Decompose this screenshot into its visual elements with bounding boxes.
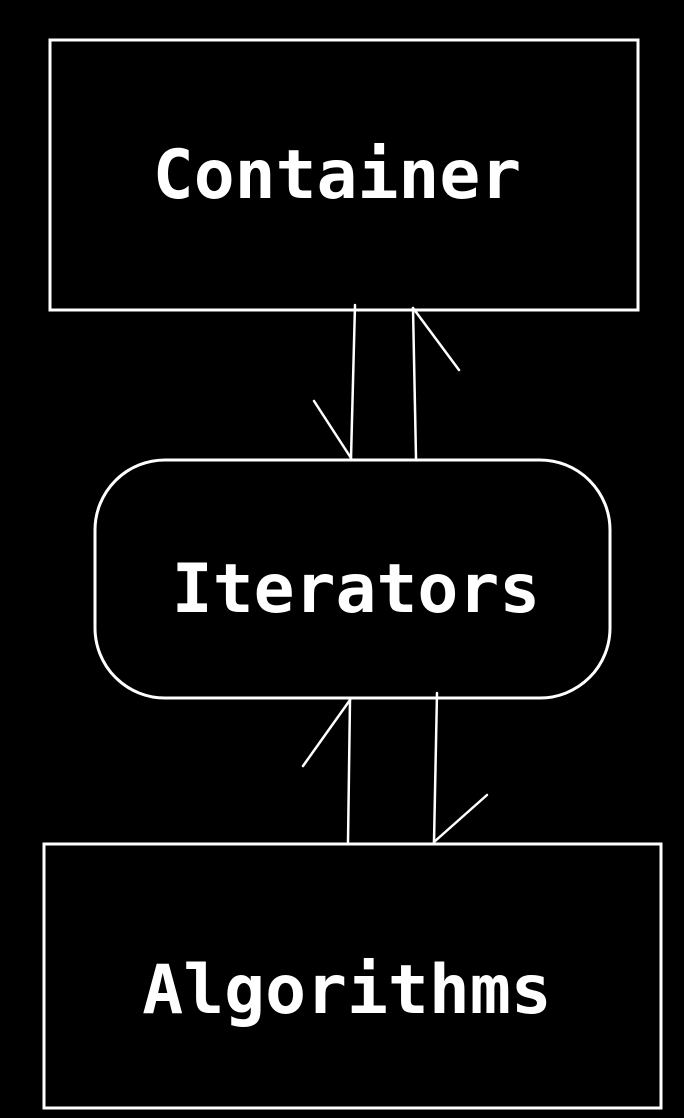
iterators-box (93, 458, 612, 700)
edge-line (411, 306, 418, 460)
edge-iterators-to-algorithms (432, 691, 489, 844)
iterators-node: Iterators (93, 458, 612, 700)
container-node: Container (48, 38, 640, 312)
edge-line (349, 303, 357, 460)
algorithms-label: Algorithms (142, 951, 551, 1030)
container-label: Container (153, 136, 521, 215)
edge-container-to-iterators (312, 303, 357, 460)
arrowhead-up-icon (411, 306, 461, 372)
arrowhead-down-icon (432, 793, 489, 844)
container-box (48, 38, 640, 312)
iterators-label: Iterators (172, 550, 540, 629)
edge-line (346, 698, 352, 844)
arrowhead-down-icon (312, 399, 353, 460)
algorithms-box (42, 842, 663, 1110)
arrowhead-up-icon (301, 698, 352, 768)
edge-iterators-to-container (411, 306, 461, 460)
algorithms-node: Algorithms (42, 842, 663, 1110)
edge-algorithms-to-iterators (301, 698, 352, 844)
edge-line (432, 691, 439, 844)
